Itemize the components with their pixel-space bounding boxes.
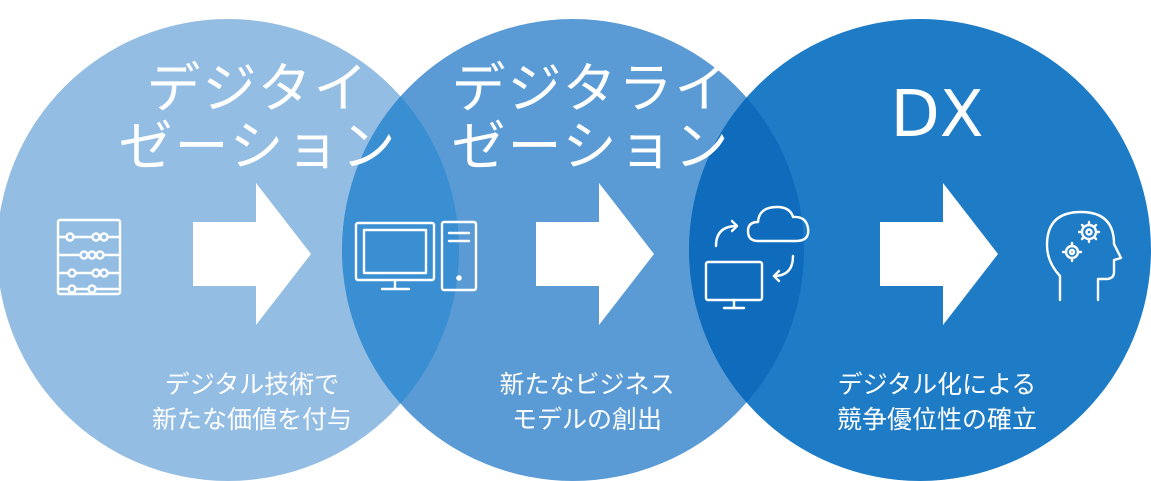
- stage-3-title: DX: [890, 78, 983, 152]
- stage-1-title-line-1: デジタイ: [147, 57, 370, 120]
- arrow-right-icon: [536, 183, 654, 325]
- stage-2-description-line-1: 新たなビジネス: [499, 370, 674, 399]
- stage-1-description-line-2: 新たな価値を付与: [152, 405, 352, 434]
- stage-2-title-line-1: デジタライ: [452, 57, 731, 120]
- stage-2-title-line-2: ゼーション: [452, 115, 731, 178]
- stage-1-description-line-1: デジタル技術で: [165, 370, 340, 399]
- arrow-right-icon: [880, 183, 998, 325]
- stage-2-description-line-2: モデルの創出: [512, 405, 662, 434]
- head-gears-icon: [1045, 210, 1123, 302]
- arrow-right-icon: [193, 183, 311, 325]
- stage-1-title-line-2: ゼーション: [119, 115, 398, 178]
- abacus-icon: [56, 218, 122, 296]
- desktop-computer-icon: [354, 220, 478, 292]
- stage-3-description-line-1: デジタル化による: [838, 370, 1037, 399]
- stage-3-description-line-2: 競争優位性の確立: [837, 405, 1037, 434]
- cloud-sync-icon: [704, 205, 810, 310]
